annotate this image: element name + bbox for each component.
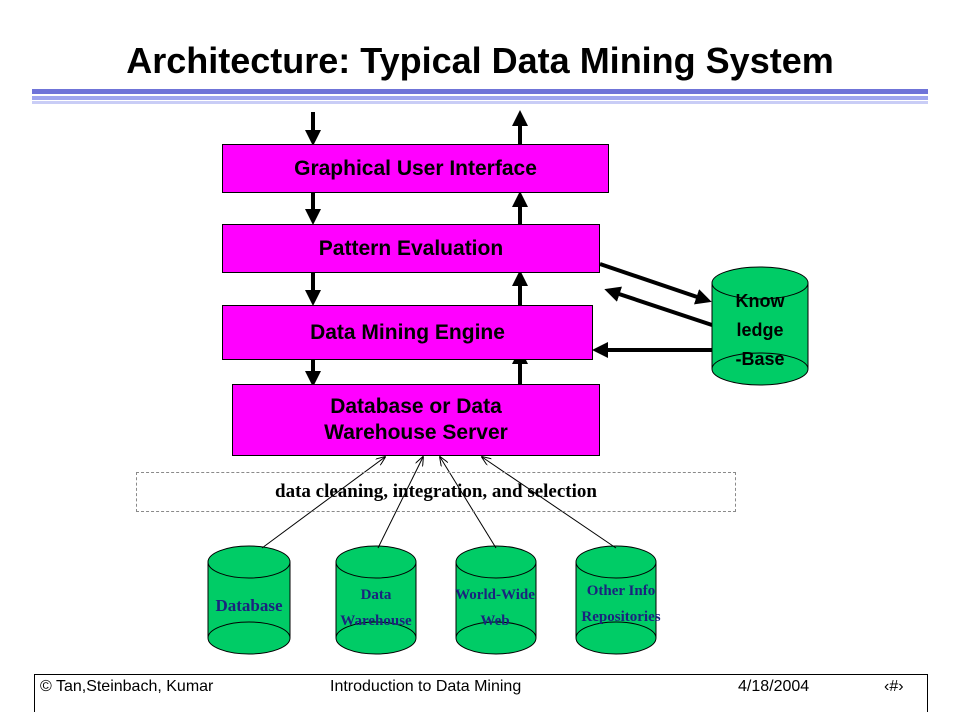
source-label-warehouse: Data Warehouse bbox=[340, 587, 412, 629]
layer-data-mining-engine-label: Data Mining Engine bbox=[310, 320, 505, 344]
source-cylinder-web-icon bbox=[455, 545, 537, 655]
arrow-kb-to-pattern bbox=[604, 286, 713, 327]
footer-course-title: Introduction to Data Mining bbox=[330, 678, 522, 695]
layer-data-mining-engine: Data Mining Engine bbox=[222, 305, 593, 360]
layer-db-server-label: Database or Data Warehouse Server bbox=[324, 395, 508, 444]
source-label-web: World-Wide Web bbox=[455, 587, 535, 629]
footer-rule bbox=[34, 674, 928, 712]
preprocessing-band: data cleaning, integration, and selectio… bbox=[136, 472, 736, 512]
layer-pattern-evaluation-label: Pattern Evaluation bbox=[318, 236, 504, 260]
knowledge-base-label: Know ledge -Base bbox=[735, 291, 785, 369]
slide-title: Architecture: Typical Data Mining System bbox=[126, 40, 834, 81]
arrow-pattern-to-kb bbox=[599, 262, 712, 305]
layer-pattern-evaluation: Pattern Evaluation bbox=[222, 224, 600, 273]
layer-db-server: Database or Data Warehouse Server bbox=[232, 384, 600, 456]
footer-authors: © Tan,Steinbach, Kumar bbox=[40, 678, 214, 695]
layer-gui-label: Graphical User Interface bbox=[294, 156, 537, 180]
flow-arrows bbox=[305, 110, 528, 387]
title-underline-bar bbox=[32, 89, 928, 94]
title-underline-bar-light bbox=[32, 96, 928, 100]
title-underline-bar-lighter bbox=[32, 101, 928, 104]
footer-date: 4/18/2004 bbox=[738, 678, 810, 695]
source-cylinder-database-icon bbox=[207, 545, 291, 655]
source-label-database: Database bbox=[215, 596, 283, 615]
layer-gui: Graphical User Interface bbox=[222, 144, 609, 193]
source-cylinder-warehouse-icon bbox=[335, 545, 417, 655]
source-cylinder-repositories-icon bbox=[575, 545, 657, 655]
footer-page-number: ‹#› bbox=[884, 678, 904, 695]
knowledge-base-links bbox=[592, 262, 713, 358]
preprocessing-label: data cleaning, integration, and selectio… bbox=[275, 481, 597, 502]
knowledge-base-cylinder-icon bbox=[711, 266, 809, 386]
source-label-repositories: Other Info Repositories bbox=[581, 583, 661, 625]
